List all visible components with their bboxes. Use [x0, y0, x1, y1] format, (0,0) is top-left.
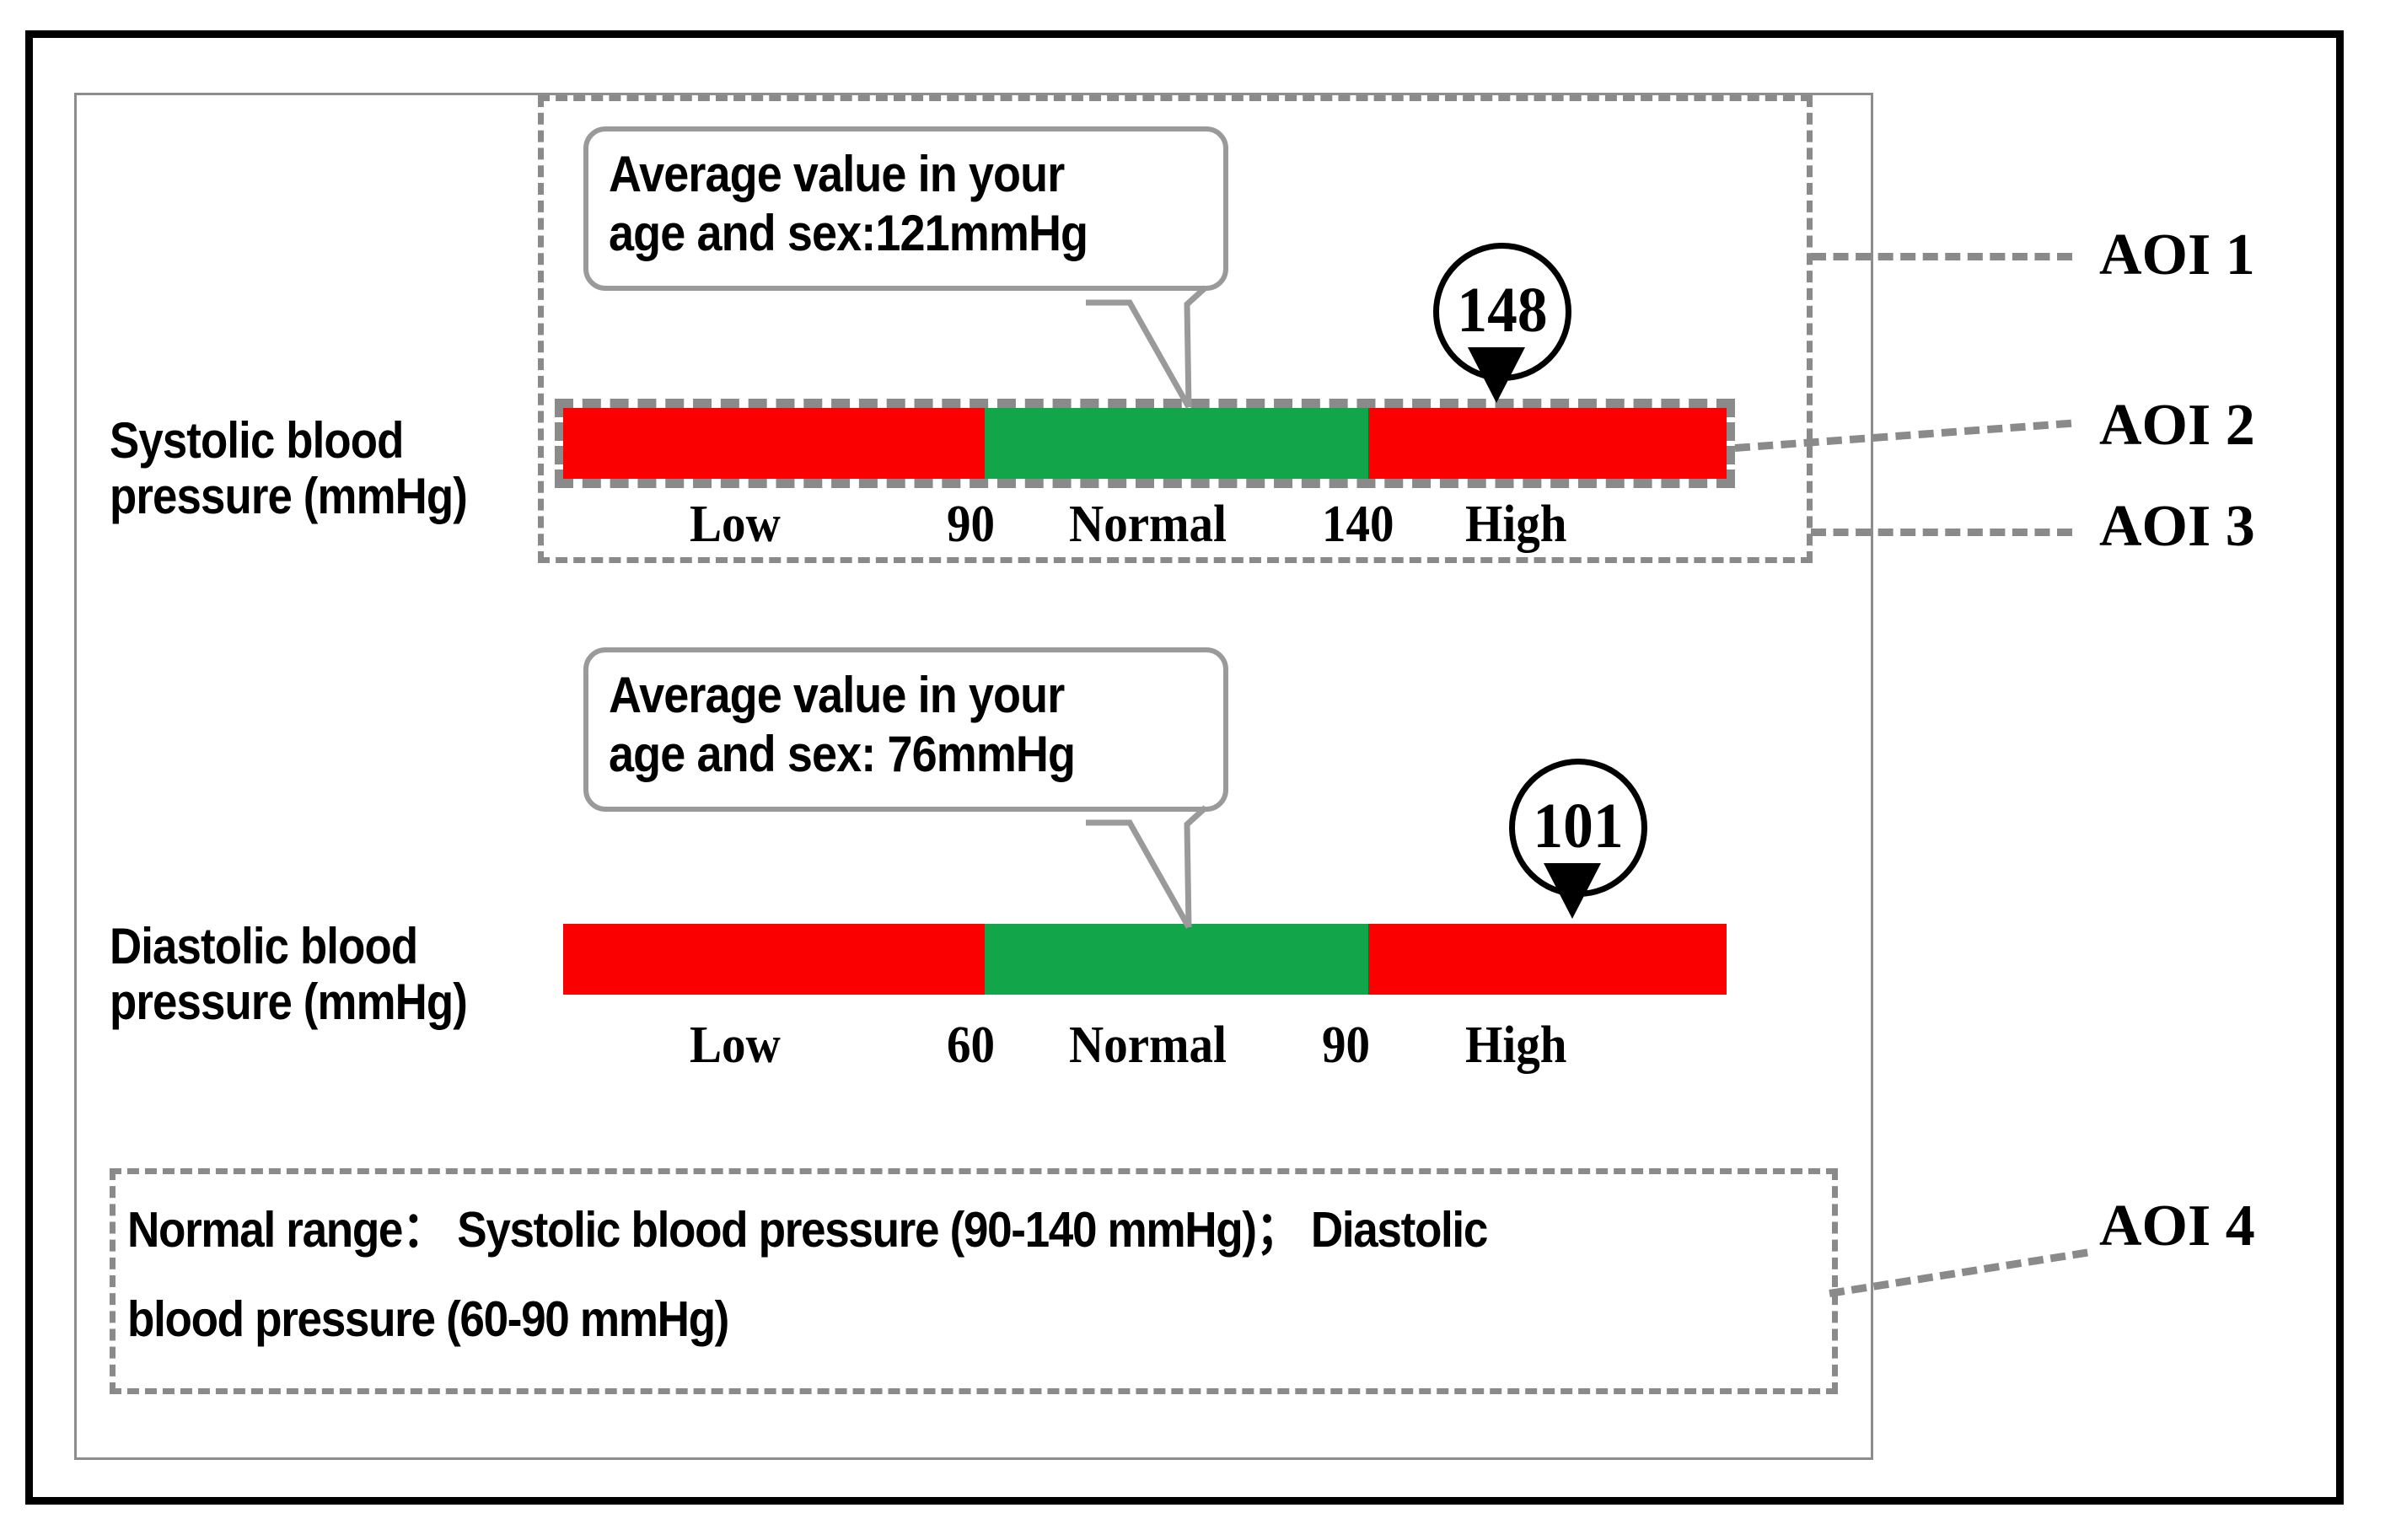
diastolic-label-line2: pressure (mmHg) [110, 974, 468, 1030]
note-line2: blood pressure (60-90 mmHg) [127, 1291, 729, 1347]
diastolic-scale-high: High [1465, 1017, 1567, 1074]
systolic-scale-high: High [1465, 496, 1567, 553]
systolic-scale-low: Low [690, 496, 781, 553]
diastolic-segment-normal [985, 924, 1368, 995]
aoi-4-label: AOI 4 [2099, 1194, 2255, 1258]
diastolic-callout-line1: Average value in your [609, 667, 1065, 723]
diastolic-label-line1: Diastolic blood [110, 918, 418, 974]
aoi-2-label: AOI 2 [2099, 393, 2255, 458]
normal-range-note[interactable]: Normal range： Systolic blood pressure (9… [110, 1168, 1838, 1394]
aoi-3-label: AOI 3 [2099, 494, 2255, 559]
systolic-bar-selection[interactable] [555, 399, 1735, 488]
diastolic-pin-value: 101 [1533, 791, 1624, 861]
systolic-pin-circle: 148 [1433, 243, 1571, 381]
systolic-scale-upper: 140 [1322, 496, 1394, 553]
diastolic-average-callout: Average value in your age and sex: 76mmH… [583, 647, 1228, 812]
diastolic-segment-low [563, 924, 985, 995]
note-line1: Normal range： Systolic blood pressure (9… [127, 1202, 1488, 1258]
systolic-label-line1: Systolic blood [110, 412, 404, 469]
systolic-scale-lower: 90 [947, 496, 996, 553]
systolic-segment-high [1368, 408, 1727, 479]
diastolic-pin-pointer [1544, 863, 1601, 919]
systolic-bar[interactable] [563, 408, 1727, 479]
diastolic-callout-line2: age and sex: 76mmHg [609, 726, 1076, 782]
systolic-pin-pointer [1468, 347, 1525, 403]
aoi-3-leader-line [1811, 529, 2072, 536]
systolic-average-callout: Average value in your age and sex:121mmH… [583, 126, 1228, 291]
systolic-pin-value: 148 [1457, 275, 1548, 346]
diastolic-callout-tail [1086, 805, 1208, 929]
diastolic-segment-high [1368, 924, 1727, 995]
diastolic-scale-upper: 90 [1322, 1017, 1371, 1074]
diastolic-scale-lower: 60 [947, 1017, 996, 1074]
inner-frame [74, 93, 1873, 1460]
systolic-scale-normal: Normal [1069, 496, 1227, 553]
diastolic-row-label: Diastolic blood pressure (mmHg) [110, 918, 468, 1030]
systolic-row-label: Systolic blood pressure (mmHg) [110, 412, 468, 524]
systolic-label-line2: pressure (mmHg) [110, 468, 468, 524]
diastolic-scale: Low 60 Normal 90 High [563, 1014, 1727, 1076]
aoi-1-region[interactable] [538, 95, 1813, 563]
systolic-segment-low [563, 408, 985, 479]
systolic-callout-tail [1086, 285, 1208, 409]
outer-frame [25, 30, 2344, 1505]
systolic-scale: Low 90 Normal 140 High [563, 493, 1727, 555]
systolic-callout-line2: age and sex:121mmHg [609, 205, 1088, 261]
systolic-segment-normal [985, 408, 1368, 479]
diastolic-scale-normal: Normal [1069, 1017, 1227, 1074]
diastolic-scale-low: Low [690, 1017, 781, 1074]
diastolic-value-pin: 101 [1509, 759, 1647, 924]
aoi-1-label: AOI 1 [2099, 223, 2255, 287]
aoi-1-leader-line [1811, 253, 2072, 260]
diastolic-bar[interactable] [563, 924, 1727, 995]
systolic-callout-line1: Average value in your [609, 146, 1065, 202]
systolic-value-pin: 148 [1433, 243, 1571, 408]
